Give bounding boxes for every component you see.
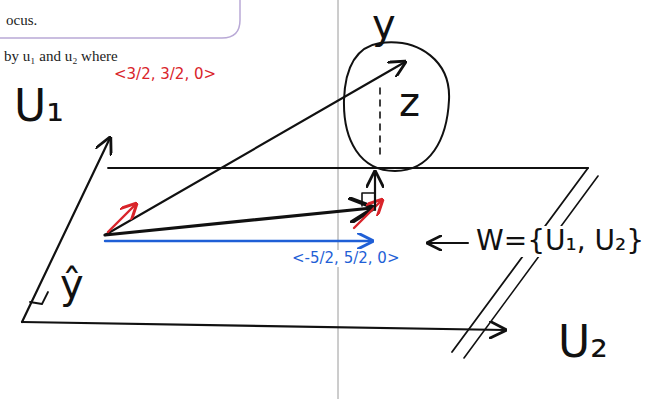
sketch-lines xyxy=(0,0,598,399)
y-hat-vector xyxy=(105,208,372,235)
u2-vector xyxy=(22,322,505,330)
vector-coordinates: <-5/2, 5/2, 0> xyxy=(290,250,401,267)
z-vector xyxy=(374,172,376,210)
page-divider xyxy=(338,0,339,399)
pointer-arrow xyxy=(428,242,468,244)
blue-vector xyxy=(105,240,372,242)
vector-name: y xyxy=(370,2,398,46)
cropped-text: ocus. xyxy=(6,12,37,29)
region-name: z xyxy=(399,80,420,124)
blob-region: z xyxy=(340,40,452,174)
right-angle-mark xyxy=(30,292,48,304)
page-box-edge xyxy=(0,0,240,38)
vector-name: U₂ xyxy=(556,318,610,366)
red-unit-vector xyxy=(354,200,382,228)
vector-name: ŷ xyxy=(58,262,86,306)
plane-top-edge xyxy=(108,167,588,169)
vector-coordinates: <3/2, 3/2, 0> xyxy=(112,66,218,83)
y-vector xyxy=(105,62,405,235)
vector-name: U₁ xyxy=(12,82,66,130)
cropped-text: by u₁ and u₂ where xyxy=(4,48,118,65)
u1-vector xyxy=(22,138,110,322)
blob-outline xyxy=(344,42,449,171)
subspace-label: W={U₁, U₂} xyxy=(474,226,646,257)
right-angle-mark xyxy=(362,193,375,206)
red-unit-vector xyxy=(108,204,136,232)
blob-outline xyxy=(340,40,452,174)
z-dashed-line xyxy=(379,88,381,160)
